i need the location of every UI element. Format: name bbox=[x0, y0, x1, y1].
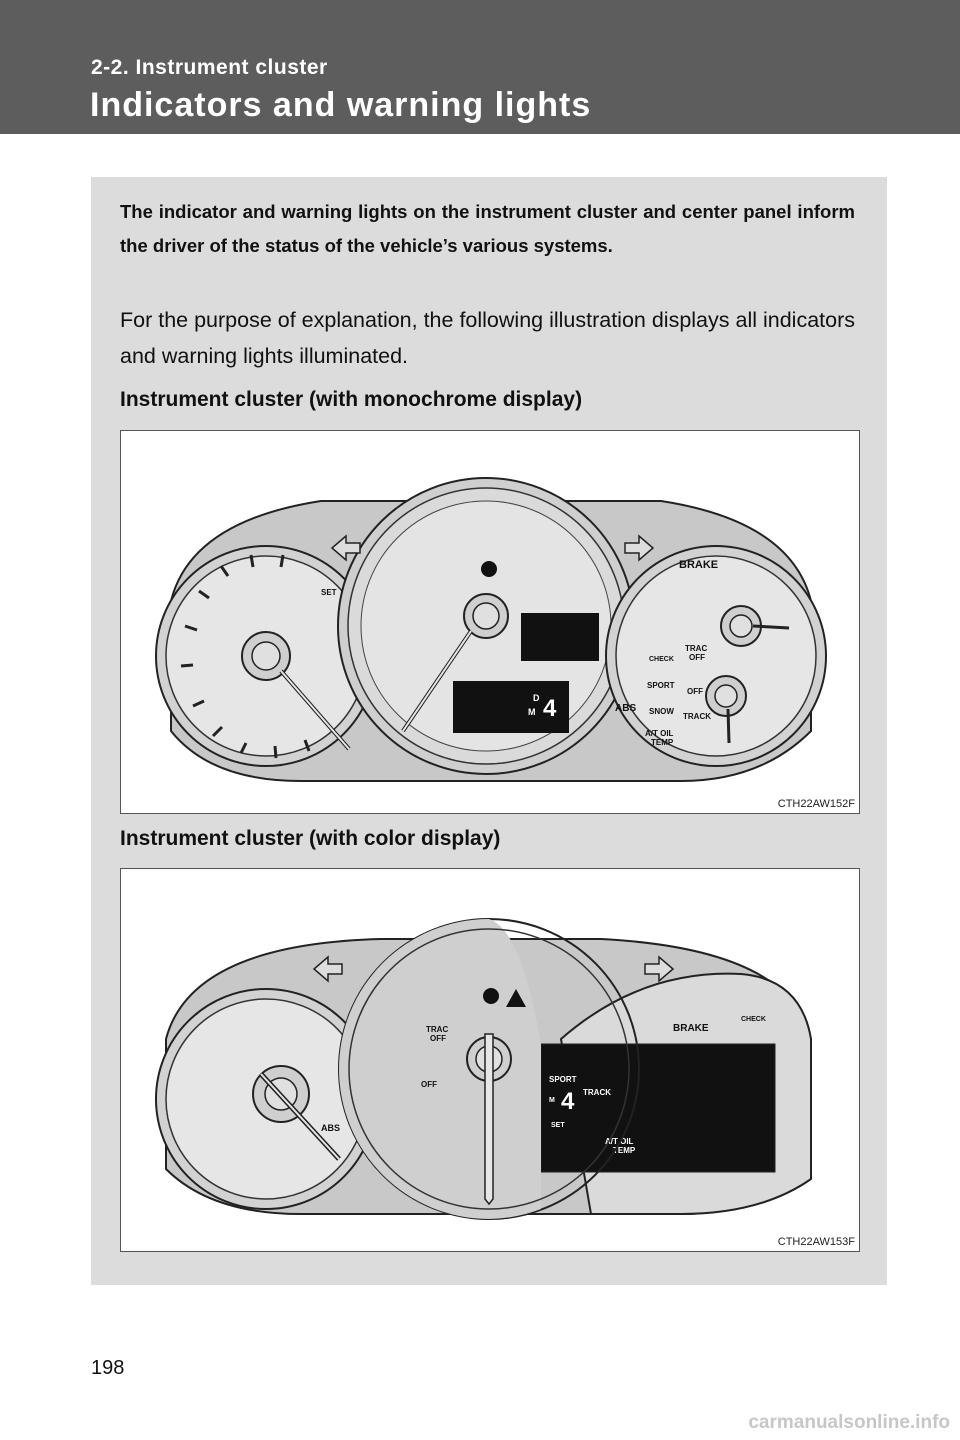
left-turn-signal-icon-2 bbox=[312, 955, 343, 983]
sport-label: SPORT bbox=[647, 681, 675, 690]
atoil-temp-label: TEMP bbox=[651, 738, 674, 747]
section-title: 2-2. Instrument cluster bbox=[91, 56, 328, 79]
intro-text: The indicator and warning lights on the … bbox=[120, 201, 855, 256]
check-label: CHECK bbox=[649, 656, 674, 663]
abs-label: ABS bbox=[615, 703, 636, 714]
gear-m-label: M bbox=[528, 707, 536, 717]
check-label-2: CHECK bbox=[741, 1016, 766, 1023]
atoil-label: A/T OIL bbox=[645, 729, 674, 738]
cluster-illustration-2: ABS SPORT M 4 TRACK SET A/T OIL TEMP BRA… bbox=[155, 918, 812, 1220]
m-label-2: M bbox=[549, 1097, 555, 1104]
page-number: 198 bbox=[91, 1357, 125, 1379]
set-label-2: SET bbox=[551, 1122, 565, 1129]
figure2-id: CTH22AW153F bbox=[777, 1236, 855, 1248]
trac-label-2: TRAC bbox=[426, 1025, 448, 1034]
atoil-temp-label-2: TEMP bbox=[613, 1146, 636, 1155]
left-turn-signal-icon bbox=[330, 534, 361, 562]
track-label: TRACK bbox=[683, 712, 711, 721]
brake-label: BRAKE bbox=[679, 559, 718, 571]
set-label: SET bbox=[321, 588, 337, 597]
track-label-2: TRACK bbox=[583, 1088, 611, 1097]
sport-label-2: SPORT bbox=[549, 1075, 577, 1084]
abs-label-2: ABS bbox=[321, 1123, 340, 1133]
figure1-caption: Instrument cluster (with monochrome disp… bbox=[120, 388, 583, 411]
gear-number: 4 bbox=[543, 695, 557, 722]
trac-off-label: OFF bbox=[689, 653, 705, 662]
page-title: Indicators and warning lights bbox=[90, 86, 592, 124]
header-bar: 2-2. Instrument cluster Indicators and w… bbox=[0, 0, 960, 134]
gear-d-label: D bbox=[533, 693, 540, 703]
right-turn-signal-icon bbox=[624, 534, 655, 562]
brake-label-2: BRAKE bbox=[673, 1023, 709, 1034]
trac-off-label-2: OFF bbox=[430, 1034, 446, 1043]
gear-number-2: 4 bbox=[561, 1088, 575, 1115]
watermark: carmanualsonline.info bbox=[748, 1412, 950, 1433]
figure1-id: CTH22AW152F bbox=[777, 798, 855, 810]
figure-monochrome-cluster: D M 4 BRAKE CHECK TRAC OFF OFF SPORT ABS… bbox=[120, 430, 860, 814]
figure-color-cluster: ABS SPORT M 4 TRACK SET A/T OIL TEMP BRA… bbox=[120, 868, 860, 1252]
vsc-off-label: OFF bbox=[687, 687, 703, 696]
trac-label: TRAC bbox=[685, 644, 707, 653]
figure2-caption: Instrument cluster (with color display) bbox=[120, 827, 501, 850]
cluster-illustration-1: D M 4 BRAKE CHECK TRAC OFF OFF SPORT ABS… bbox=[155, 477, 827, 782]
explanation-text: For the purpose of explanation, the foll… bbox=[120, 308, 855, 368]
vsc-off-label-2: OFF bbox=[421, 1080, 437, 1089]
snow-label: SNOW bbox=[649, 707, 674, 716]
right-turn-signal-icon-2 bbox=[644, 955, 675, 983]
